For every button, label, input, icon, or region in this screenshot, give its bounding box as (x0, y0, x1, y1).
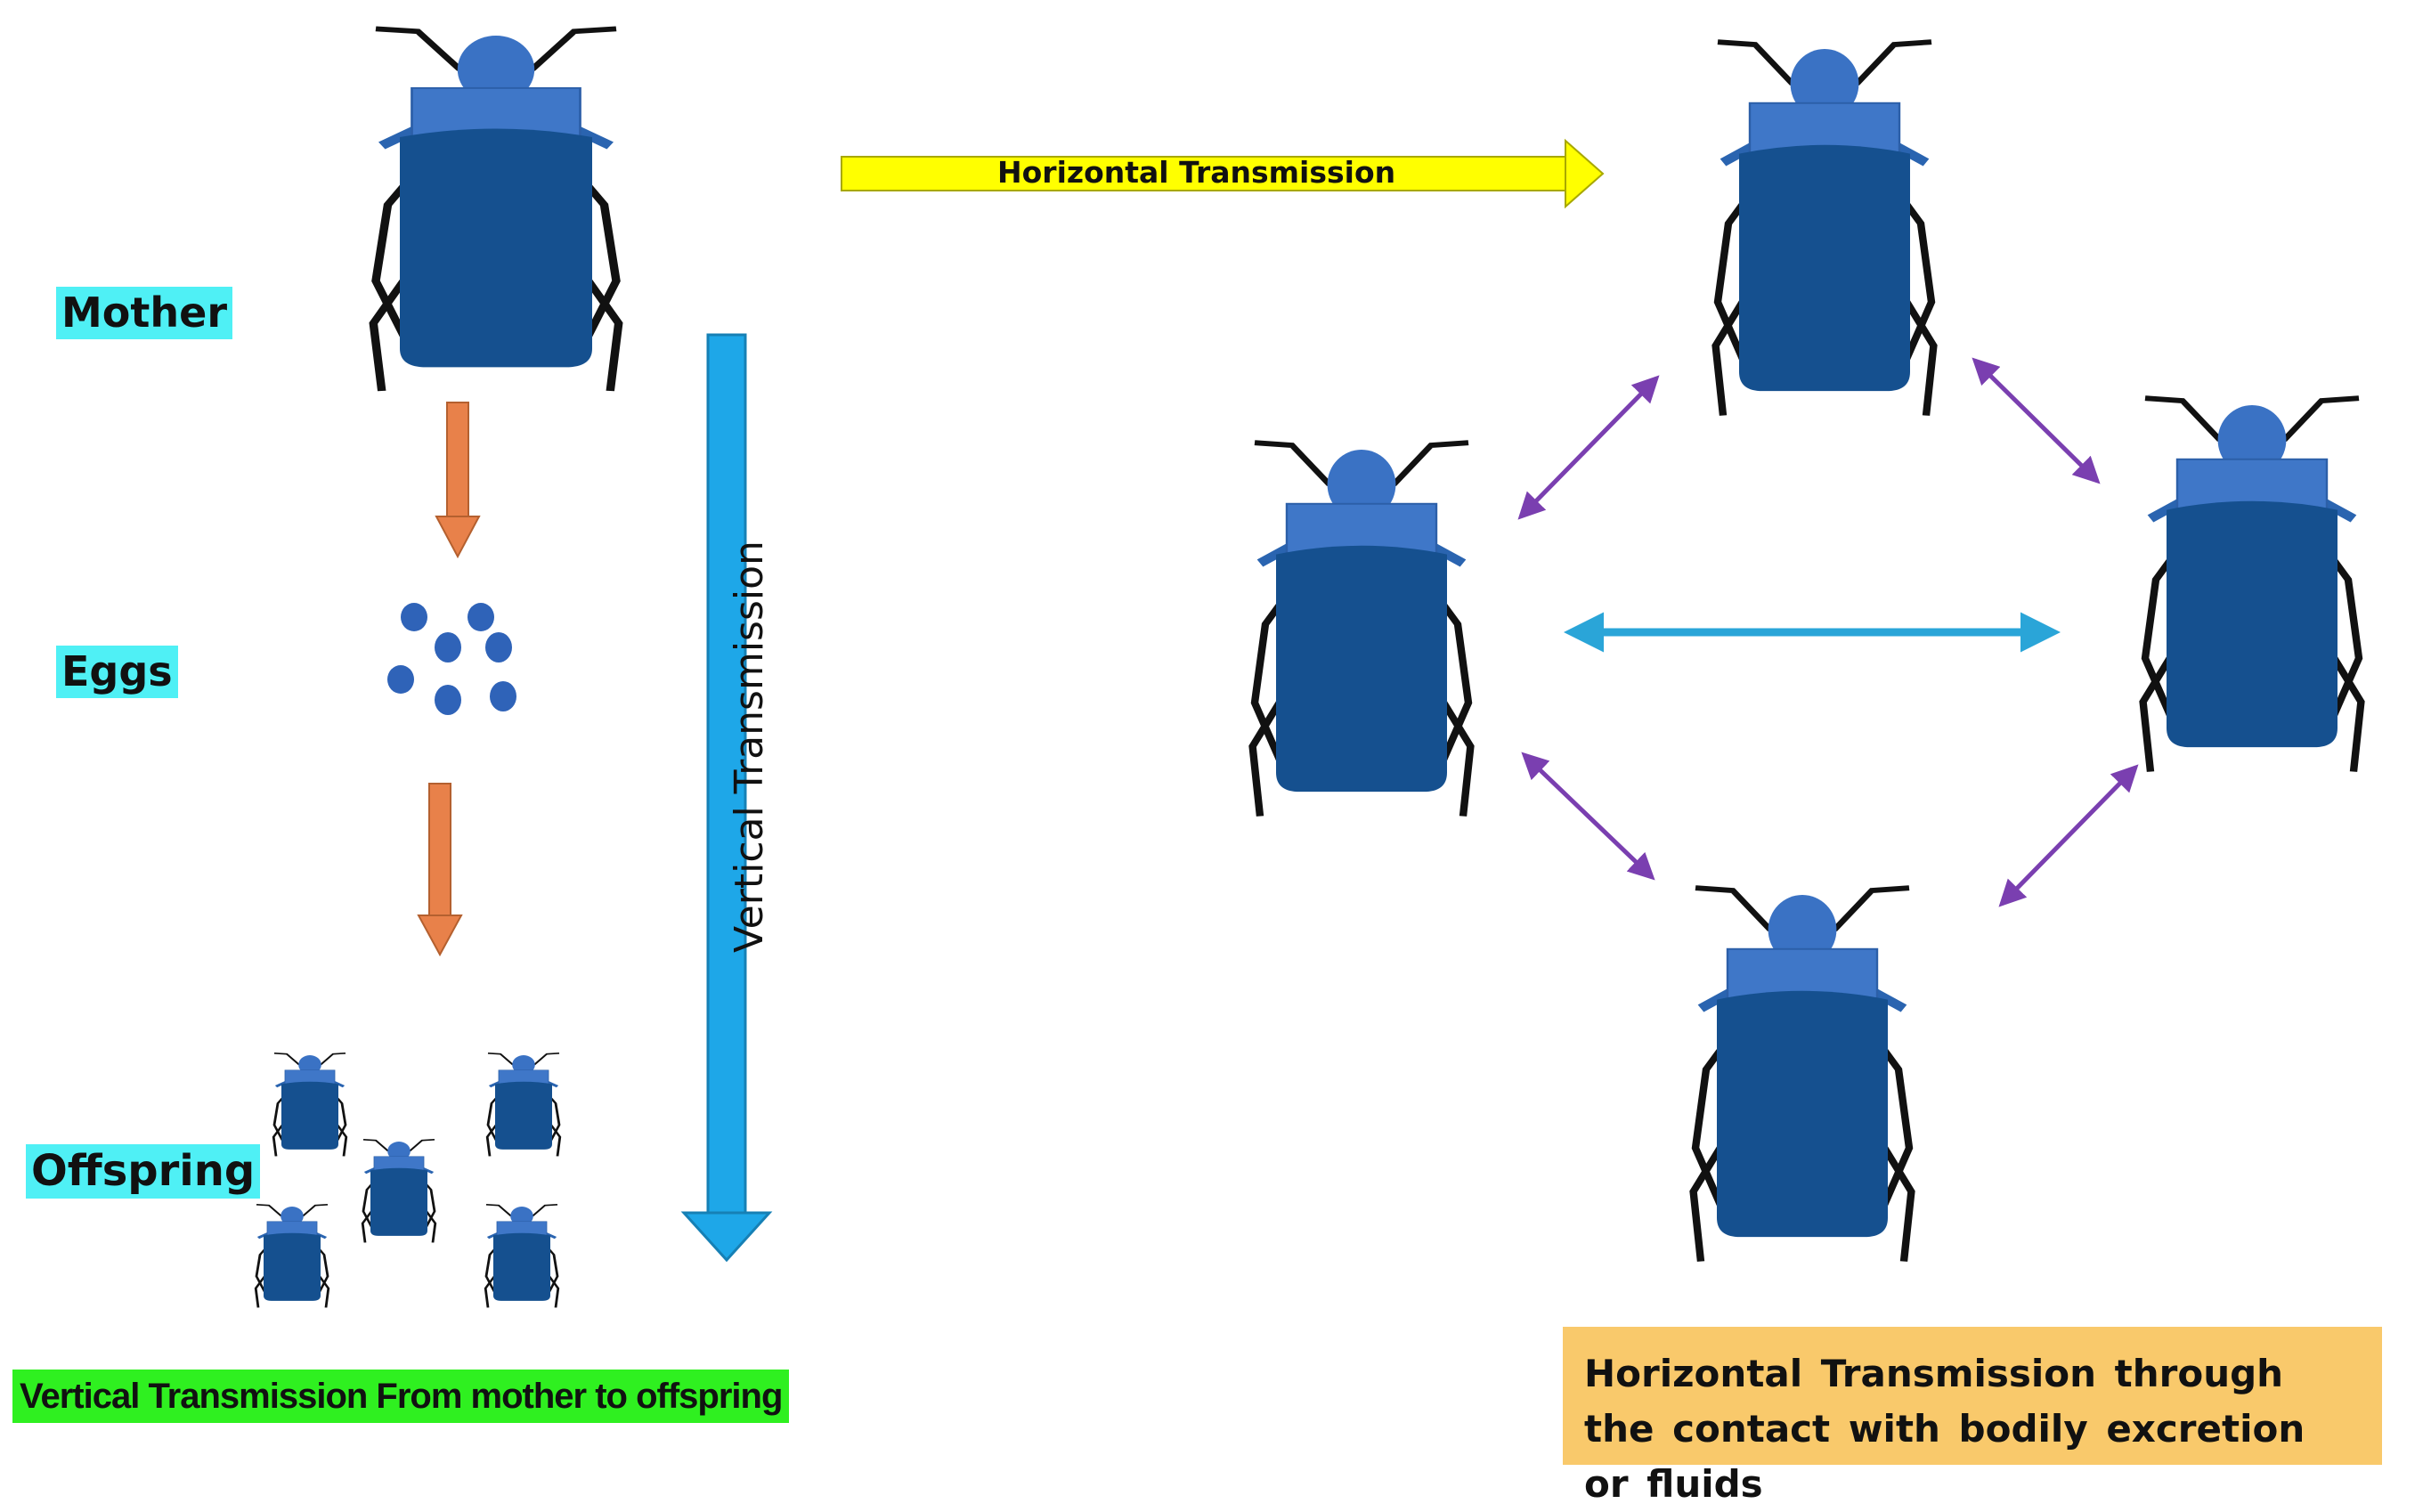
vertical-transmission-arrow-label: Vertical Transmission (727, 541, 772, 953)
arrow-icon-contact (1998, 764, 2139, 907)
caption-vertical-transmission: Vertical Transmission From mother to off… (12, 1370, 790, 1423)
beetle-icon-right (2143, 398, 2362, 771)
arrow-icon-horizontal-transmission (841, 138, 1605, 209)
beetle-icon-offspring (273, 1053, 346, 1157)
arrow-icon-contact (1972, 357, 2101, 484)
beetle-icon-offspring (485, 1205, 558, 1308)
beetle-icon-offspring (487, 1053, 560, 1157)
beetle-icon-mother (373, 28, 618, 391)
caption-horizontal-transmission: Horizontal Transmission through the cont… (1563, 1327, 2382, 1506)
arrow-icon-contact (1517, 375, 1660, 520)
beetle-icon-left (1253, 443, 1471, 816)
arrow-icon-vertical-transmission (680, 333, 773, 1263)
egg-icon-cluster (387, 603, 516, 715)
label-mother: Mother (56, 287, 232, 339)
label-eggs: Eggs (56, 646, 178, 698)
beetle-icon-top (1716, 42, 1934, 415)
horizontal-transmission-arrow-label: Horizontal Transmission (997, 155, 1396, 190)
label-offspring: Offspring (26, 1144, 261, 1199)
beetle-icon-offspring (256, 1205, 329, 1308)
arrow-icon-eggs-to-offspring (417, 783, 463, 957)
arrow-icon-mother-to-eggs (435, 402, 481, 559)
beetle-icon-bottom (1694, 888, 1912, 1261)
beetle-icon-offspring (362, 1140, 435, 1243)
arrow-icon-contact (1521, 752, 1655, 881)
